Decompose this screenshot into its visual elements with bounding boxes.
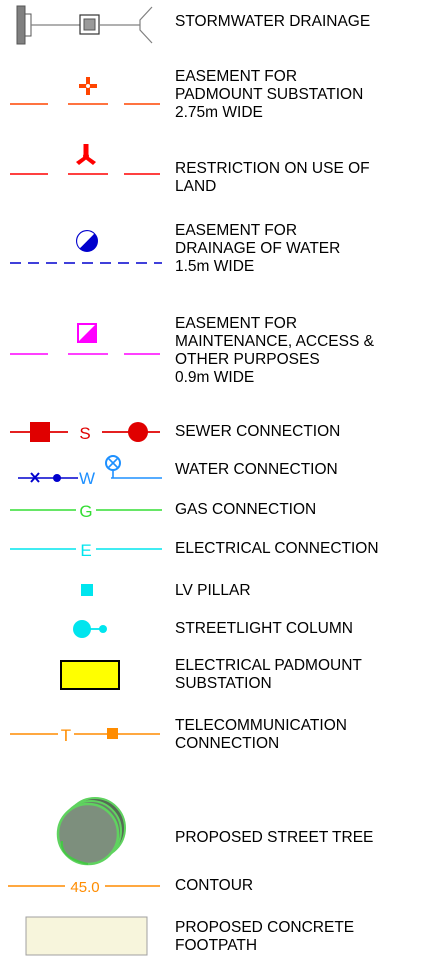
legend-row-gas: G GAS CONNECTION	[0, 493, 427, 529]
lv-pillar-symbol	[81, 584, 93, 596]
gas-connection-symbol: G	[10, 502, 162, 521]
maintenance-easement-label: EASEMENT FOR MAINTENANCE, ACCESS & OTHER…	[175, 315, 374, 386]
footpath-label: PROPOSED CONCRETE FOOTPATH	[175, 919, 355, 954]
sewer-label: SEWER CONNECTION	[175, 423, 341, 440]
streetlight-column-symbol	[73, 620, 107, 638]
water-connection-symbol: W	[18, 455, 162, 488]
concrete-footpath-symbol	[25, 916, 148, 956]
padmount-easement-symbol	[10, 77, 160, 105]
legend-row-lv-pillar: LV PILLAR	[0, 572, 427, 608]
street-tree-label: PROPOSED STREET TREE	[175, 829, 374, 846]
gas-letter: G	[79, 502, 92, 521]
drainage-easement-symbol	[10, 230, 162, 264]
padmount-substation-symbol	[60, 660, 120, 690]
maintenance-easement-symbol	[10, 323, 160, 355]
sewer-letter: S	[79, 424, 90, 443]
padmount-substation-label: ELECTRICAL PADMOUNT SUBSTATION	[175, 657, 362, 692]
legend-row-streetlight: STREETLIGHT COLUMN	[0, 612, 427, 648]
legend-row-drainage-easement: EASEMENT FOR DRAINAGE OF WATER 1.5m WIDE	[0, 212, 427, 292]
legend-row-water: W WATER CONNECTION	[0, 446, 427, 488]
contour-value: 45.0	[70, 879, 99, 896]
legend-row-sewer: S SEWER CONNECTION	[0, 414, 427, 450]
legend-row-telecom: T TELECOMMUNICATION CONNECTION	[0, 712, 427, 768]
telecom-label: TELECOMMUNICATION CONNECTION	[175, 717, 347, 752]
stormwater-drainage-symbol	[16, 5, 153, 45]
legend-row-restriction: RESTRICTION ON USE OF LAND	[0, 140, 427, 200]
street-tree-symbol	[56, 797, 126, 866]
gas-label: GAS CONNECTION	[175, 501, 317, 518]
legend-row-stormwater: STORMWATER DRAINAGE	[0, 0, 427, 50]
legend-row-street-tree: PROPOSED STREET TREE	[0, 786, 427, 870]
stormwater-label: STORMWATER DRAINAGE	[175, 13, 371, 30]
water-label: WATER CONNECTION	[175, 461, 338, 478]
streetlight-label: STREETLIGHT COLUMN	[175, 620, 353, 637]
lv-pillar-label: LV PILLAR	[175, 582, 251, 599]
legend-row-padmount-easement: EASEMENT FOR PADMOUNT SUBSTATION 2.75m W…	[0, 58, 427, 138]
restriction-symbol	[10, 144, 160, 175]
padmount-easement-label: EASEMENT FOR PADMOUNT SUBSTATION 2.75m W…	[175, 68, 364, 121]
legend-row-contour: 45.0 CONTOUR	[0, 870, 427, 906]
telecom-letter: T	[61, 726, 71, 745]
electrical-label: ELECTRICAL CONNECTION	[175, 540, 379, 557]
legend-row-maintenance-easement: EASEMENT FOR MAINTENANCE, ACCESS & OTHER…	[0, 306, 427, 406]
legend-row-padmount-substation: ELECTRICAL PADMOUNT SUBSTATION	[0, 652, 427, 708]
electrical-connection-symbol: E	[10, 541, 162, 560]
telecom-connection-symbol: T	[10, 726, 160, 745]
water-letter: W	[79, 469, 95, 488]
contour-symbol: 45.0	[8, 876, 160, 896]
legend-row-footpath: PROPOSED CONCRETE FOOTPATH	[0, 910, 427, 964]
restriction-label: RESTRICTION ON USE OF LAND	[175, 160, 370, 195]
electrical-letter: E	[80, 541, 91, 560]
sewer-connection-symbol: S	[10, 420, 160, 444]
drainage-easement-label: EASEMENT FOR DRAINAGE OF WATER 1.5m WIDE	[175, 222, 341, 275]
legend-row-electrical: E ELECTRICAL CONNECTION	[0, 532, 427, 568]
contour-label: CONTOUR	[175, 877, 254, 894]
